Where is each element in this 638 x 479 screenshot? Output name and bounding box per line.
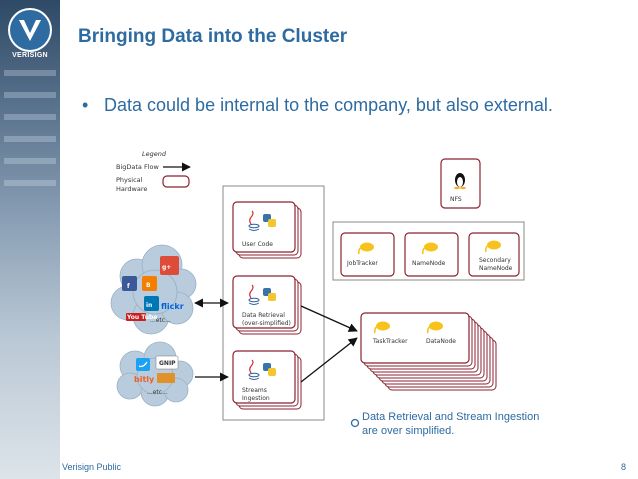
- legend-flow-label: BigData Flow: [116, 163, 159, 171]
- flow-arrow-retrieval-to-cluster: [300, 305, 358, 332]
- linux-penguin-icon: [454, 173, 466, 190]
- datanode-label: DataNode: [426, 338, 456, 345]
- blogger-icon: [142, 276, 157, 291]
- svg-text:B: B: [146, 282, 151, 289]
- namenode-node: NameNode: [404, 232, 459, 277]
- youtube-icon: [126, 313, 146, 321]
- tasktracker-label: TaskTracker: [372, 338, 408, 345]
- secondary-label-2: NameNode: [479, 265, 513, 272]
- namenode-label: NameNode: [412, 260, 446, 267]
- note-line-2: are over simplified.: [362, 425, 454, 437]
- verisign-logo-icon: [8, 8, 52, 52]
- data-retrieval-label-1: Data Retrieval: [242, 312, 285, 319]
- svg-text:You Tube: You Tube: [126, 314, 157, 321]
- note-line-1: Data Retrieval and Stream Ingestion: [362, 411, 539, 423]
- twitter-icon: [136, 358, 150, 371]
- note-bullet-icon: [350, 418, 360, 428]
- legend-hardware-label-1: Physical: [116, 176, 143, 184]
- legend: Legend BigData Flow Physical Hardware: [116, 150, 191, 193]
- java-icon: [248, 210, 260, 231]
- flickr-icon: flickr: [161, 302, 184, 311]
- jobtracker-label: JobTracker: [346, 260, 378, 267]
- sidebar-decoration: VERISIGN: [0, 0, 60, 479]
- page-number: 8: [620, 462, 626, 472]
- legend-hardware-swatch: [162, 175, 190, 188]
- bitly-icon: bitly: [134, 375, 155, 384]
- google-plus-icon: [160, 256, 179, 275]
- python-icon: [263, 288, 276, 301]
- facebook-icon: [122, 276, 137, 291]
- brand-wordmark: VERISIGN: [12, 52, 48, 59]
- user-code-label: User Code: [242, 241, 273, 248]
- python-icon: [263, 214, 276, 227]
- streams-etc-label: ...etc...: [147, 389, 168, 396]
- secondary-namenode-node: Secondary NameNode: [468, 232, 520, 277]
- datasift-icon: [157, 373, 175, 383]
- svg-text:in: in: [146, 302, 152, 309]
- stream-sources-cloud: GNIP bitly ...etc...: [116, 341, 194, 407]
- svg-text:f: f: [127, 283, 130, 290]
- social-sources-cloud: f B g+ in flickr You Tube ...etc...: [110, 244, 197, 335]
- simplification-note: Data Retrieval and Stream Ingestion are …: [350, 411, 539, 437]
- social-etc-label: ...etc...: [150, 317, 171, 324]
- python-icon: [263, 363, 276, 376]
- data-retrieval-label-2: (over-simplified): [242, 320, 291, 327]
- hadoop-elephant-icon: [421, 242, 438, 255]
- svg-text:GNIP: GNIP: [159, 360, 176, 367]
- bullet-text: Data could be internal to the company, b…: [104, 95, 553, 115]
- gnip-icon: [155, 355, 179, 370]
- slide-title: Bringing Data into the Cluster: [78, 26, 348, 47]
- streams-ingestion-node: Streams Ingestion: [232, 350, 302, 410]
- footer-classification: Verisign Public: [62, 462, 122, 472]
- hadoop-elephant-icon: [484, 240, 501, 253]
- nfs-label: NFS: [450, 196, 462, 203]
- streams-label-1: Streams: [242, 387, 267, 394]
- legend-title: Legend: [142, 150, 167, 158]
- hadoop-elephant-icon: [357, 242, 374, 255]
- user-code-node: User Code: [232, 201, 302, 259]
- jobtracker-node: JobTracker: [340, 232, 395, 277]
- svg-text:g+: g+: [162, 264, 171, 271]
- nfs-node: NFS: [440, 158, 481, 209]
- hadoop-elephant-icon: [426, 321, 443, 334]
- linkedin-icon: [144, 296, 159, 311]
- bullet-dot: •: [82, 95, 89, 115]
- hadoop-elephant-icon: [373, 321, 390, 334]
- worker-node-stack: TaskTracker DataNode: [360, 312, 497, 391]
- java-icon: [248, 359, 260, 380]
- data-retrieval-node: Data Retrieval (over-simplified): [232, 275, 302, 335]
- secondary-label-1: Secondary: [479, 257, 511, 264]
- legend-hardware-label-2: Hardware: [116, 185, 147, 193]
- flow-arrow-streams-to-cluster: [300, 337, 358, 383]
- java-icon: [248, 284, 260, 305]
- streams-label-2: Ingestion: [242, 395, 270, 402]
